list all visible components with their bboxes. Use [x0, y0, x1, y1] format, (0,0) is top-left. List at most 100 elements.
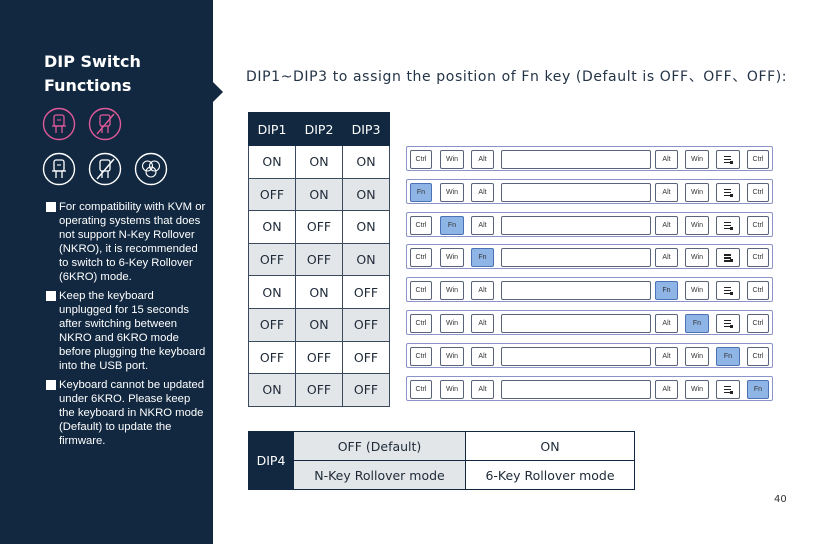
menu-key-icon [716, 281, 740, 301]
menu-icon [723, 253, 733, 263]
menu-key-icon [716, 215, 740, 235]
table-cell: ON [342, 145, 390, 179]
bullet-text: For compatibility with KVM or operating … [59, 201, 206, 283]
spacebar-key [501, 215, 651, 235]
ctrl-key: Ctrl [747, 346, 769, 366]
table-row: ON ON OFF [248, 275, 390, 309]
menu-key-icon [716, 182, 740, 202]
table-cell: OFF [295, 242, 343, 277]
table-cell: ON [248, 145, 296, 179]
table-row: ON ON ON [248, 145, 390, 179]
icon-row-2 [42, 152, 168, 186]
table-row: OFF ON OFF [248, 307, 390, 342]
alt-key: Alt [655, 314, 678, 333]
no-usb-keyboard-icon [88, 152, 122, 186]
menu-icon [723, 221, 733, 230]
menu-key-icon [716, 314, 740, 333]
table-cell: OFF [342, 373, 390, 407]
ctrl-key: Ctrl [410, 215, 432, 235]
fn-key: Fn [440, 215, 464, 235]
table-cell: ON [248, 210, 296, 244]
table-cell: OFF [248, 307, 296, 342]
table-row: OFF ON ON [248, 177, 390, 212]
win-key: Win [440, 182, 464, 202]
menu-icon [723, 385, 733, 394]
ctrl-key: Ctrl [747, 314, 769, 333]
table-row: DIP4 OFF (Default) ON [248, 431, 635, 490]
table-cell: OFF [342, 307, 390, 342]
dip4-on-value: 6-Key Rollover mode [465, 460, 635, 490]
table-row: ON OFF ON [248, 210, 390, 244]
ctrl-key: Ctrl [747, 215, 769, 235]
dip4-label: DIP4 [248, 431, 294, 490]
alt-key: Alt [471, 379, 494, 399]
dip2-header: DIP2 [295, 112, 343, 146]
table-row: OFF OFF ON [248, 242, 390, 277]
ctrl-key: Ctrl [410, 314, 432, 333]
win-key: Win [685, 215, 709, 235]
table-row: OFF OFF OFF [248, 340, 390, 375]
dip4-off-value: N-Key Rollover mode [293, 460, 466, 490]
win-key: Win [685, 281, 709, 301]
usb-keyboard-icon [42, 152, 76, 186]
sidebar: DIP Switch Functions [0, 0, 213, 544]
dip-table-header: DIP1 DIP2 DIP3 [248, 112, 390, 146]
icon-row-1 [42, 107, 122, 141]
table-cell: OFF [248, 340, 296, 375]
alt-key: Alt [471, 215, 494, 235]
dip3-header: DIP3 [342, 112, 390, 146]
ctrl-key: Ctrl [410, 346, 432, 366]
alt-key: Alt [655, 379, 678, 399]
alt-key: Alt [655, 346, 678, 366]
fn-key: Fn [471, 248, 494, 268]
table-cell: OFF [295, 210, 343, 244]
spacebar-key [501, 314, 651, 333]
section-title-line2: Functions [44, 76, 132, 95]
table-cell: ON [295, 275, 343, 309]
no-usb-keyboard-icon [88, 107, 122, 141]
win-key: Win [685, 379, 709, 399]
spacebar-key [501, 182, 651, 202]
table-cell: OFF [248, 177, 296, 212]
win-key: Win [440, 379, 464, 399]
win-key: Win [685, 346, 709, 366]
menu-icon [723, 319, 733, 328]
table-cell: ON [248, 275, 296, 309]
menu-key-icon [716, 248, 740, 268]
alt-key: Alt [471, 150, 494, 169]
table-cell: OFF [295, 373, 343, 407]
page-heading: DIP1~DIP3 to assign the position of Fn k… [246, 69, 788, 85]
bullet-square-icon [46, 291, 56, 301]
win-key: Win [440, 346, 464, 366]
nkro-circles-icon [134, 152, 168, 186]
spacebar-key [501, 248, 651, 268]
fn-key: Fn [685, 314, 709, 333]
menu-icon [723, 155, 733, 164]
ctrl-key: Ctrl [410, 150, 432, 169]
alt-key: Alt [655, 182, 678, 202]
table-cell: ON [295, 145, 343, 179]
win-key: Win [685, 150, 709, 169]
win-key: Win [685, 248, 709, 268]
bullet-square-icon [46, 202, 56, 212]
table-cell: ON [295, 307, 343, 342]
dip4-table: DIP4 OFF (Default) ON N-Key Rollover mod… [248, 431, 635, 490]
win-key: Win [440, 314, 464, 333]
bullet-square-icon [46, 380, 56, 390]
win-key: Win [440, 281, 464, 301]
bullet-item: Keep the keyboard unplugged for 15 secon… [46, 289, 206, 373]
spacebar-key [501, 346, 651, 366]
menu-icon [723, 188, 733, 197]
ctrl-key: Ctrl [747, 248, 769, 268]
dip-table: DIP1 DIP2 DIP3 ON ON ON OFF ON ON ON OFF… [248, 112, 390, 407]
ctrl-key: Ctrl [410, 379, 432, 399]
bullet-item: For compatibility with KVM or operating … [46, 200, 206, 284]
usb-keyboard-icon [42, 107, 76, 141]
page-number: 40 [774, 494, 787, 505]
spacebar-key [501, 379, 651, 399]
table-cell: OFF [295, 340, 343, 375]
